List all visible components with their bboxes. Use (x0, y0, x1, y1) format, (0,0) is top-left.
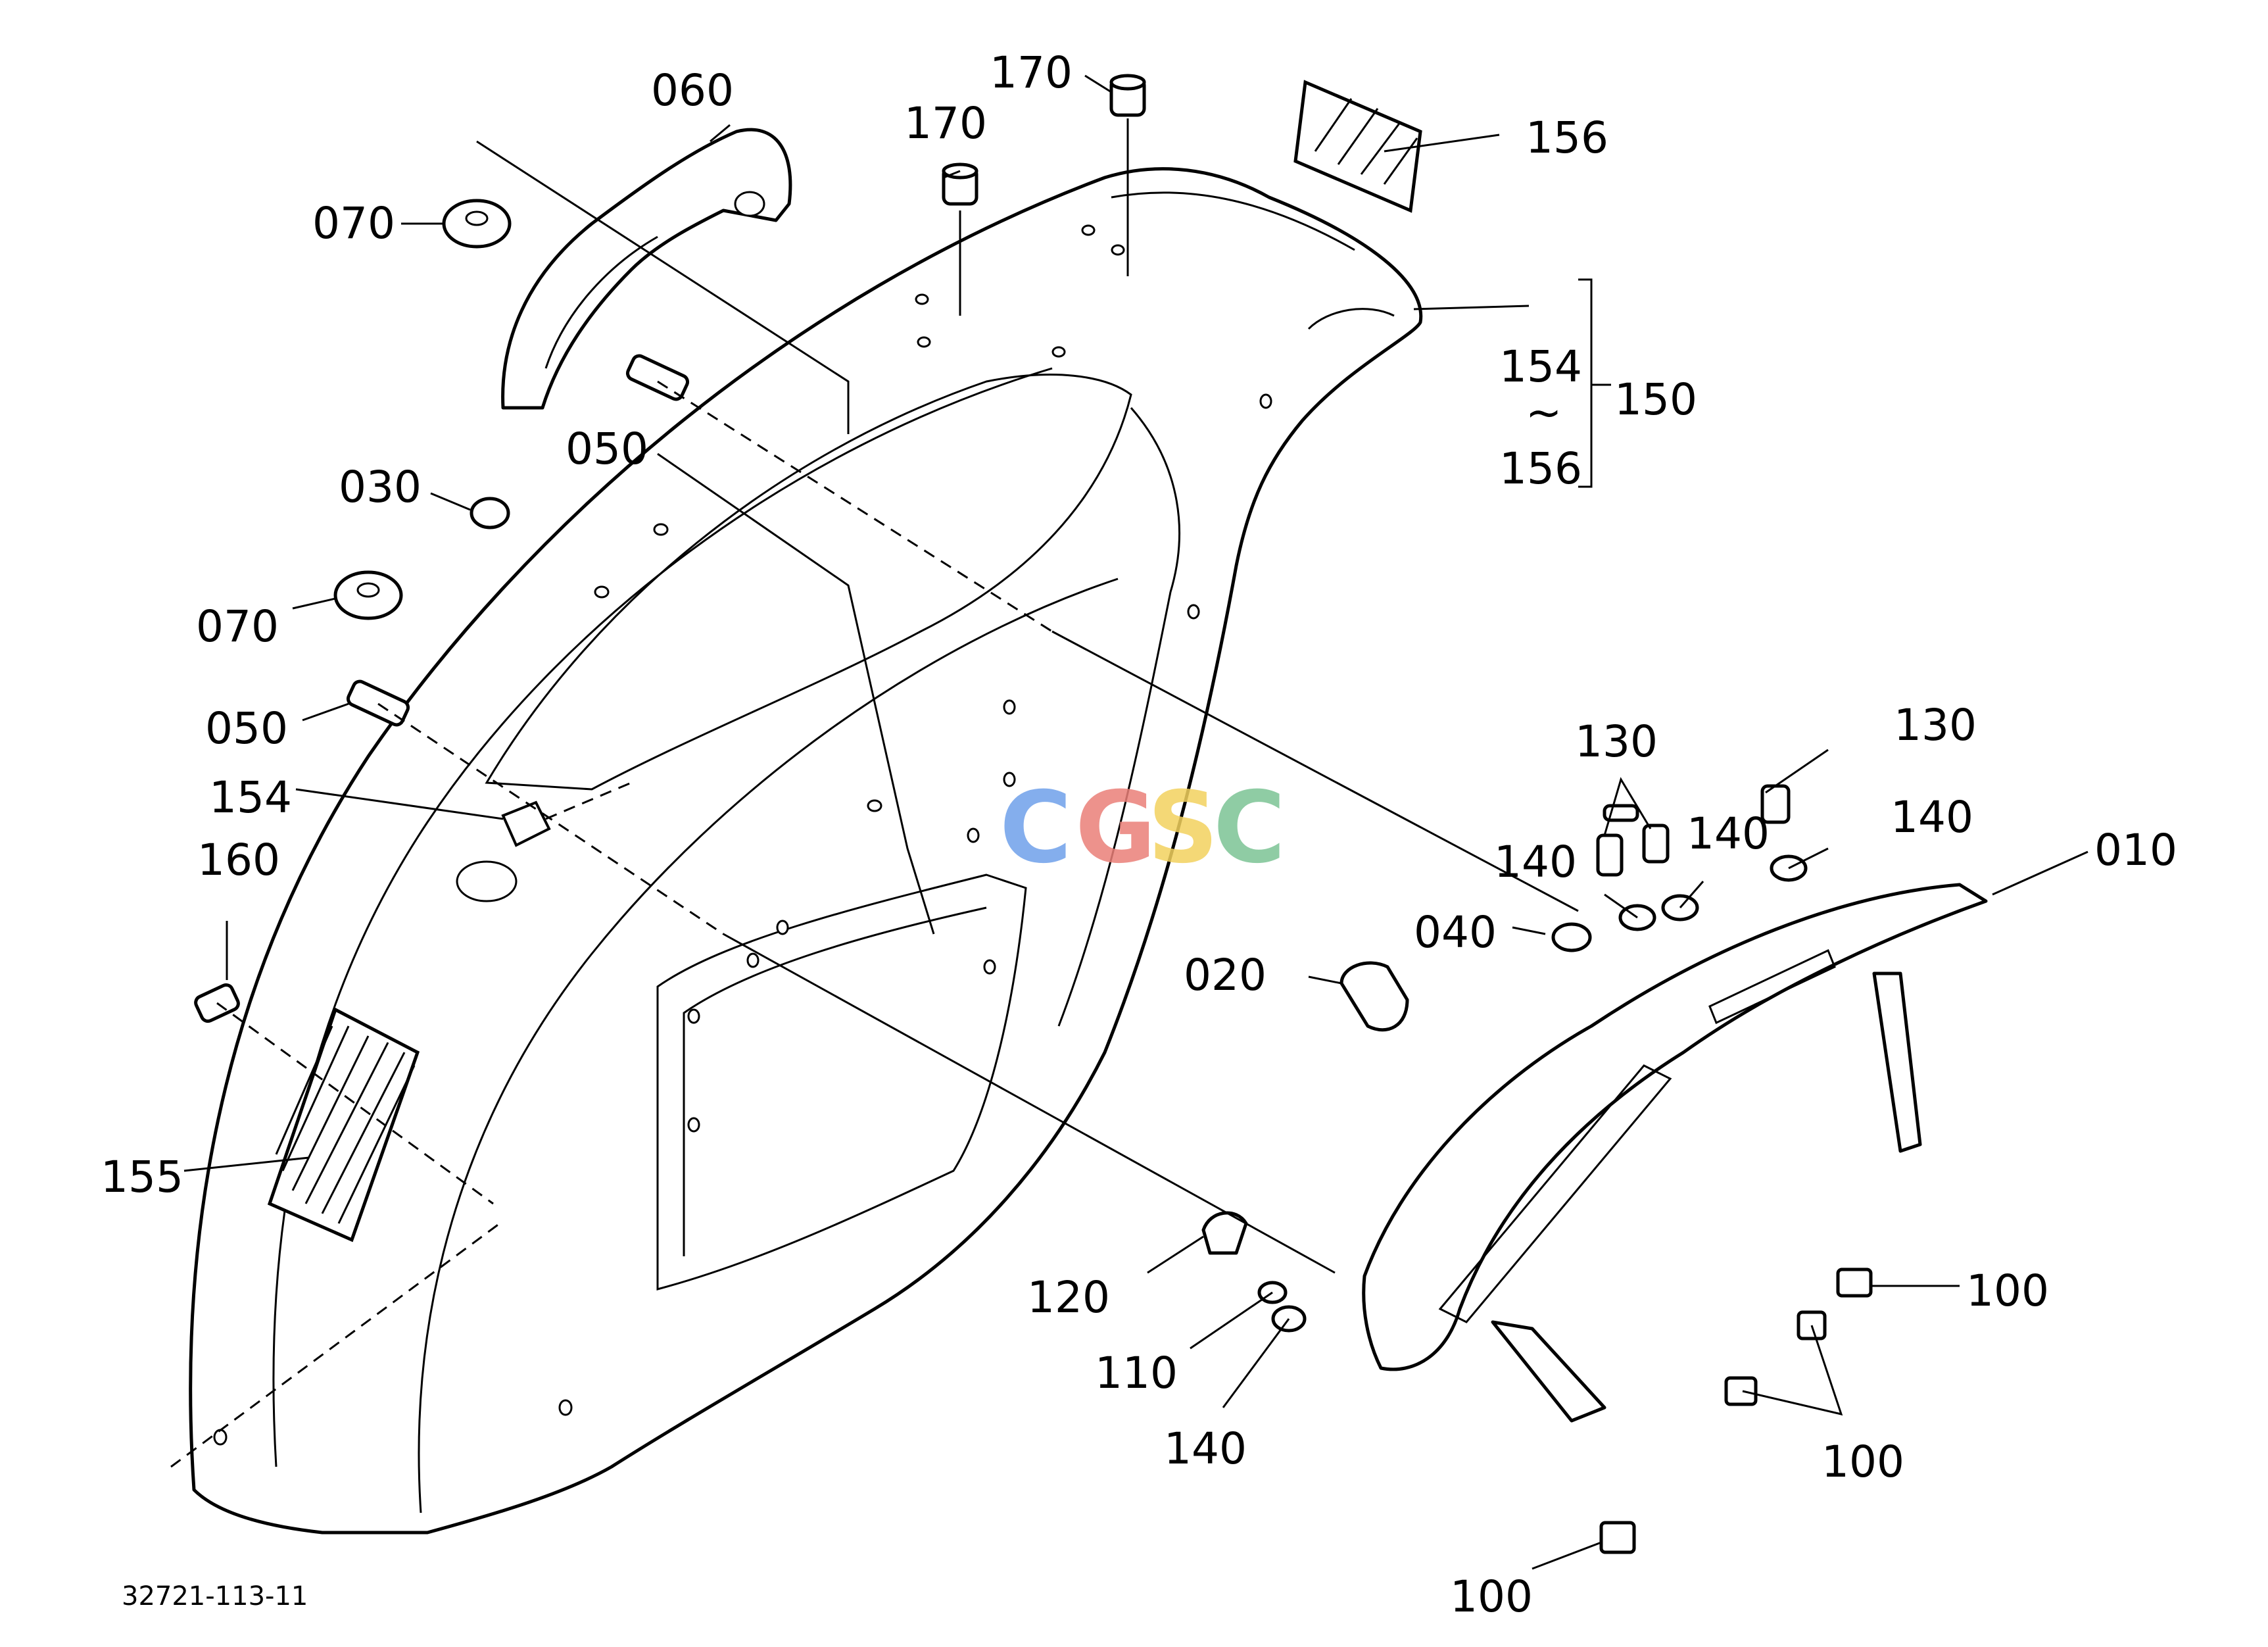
watermark-letter-2: G (1075, 771, 1156, 885)
watermark-letter-1: C (1000, 771, 1072, 885)
label-170-right: 170 (990, 47, 1073, 98)
decal-154 (501, 800, 551, 847)
label-150: 150 (1614, 374, 1697, 425)
label-040: 040 (1414, 907, 1497, 958)
label-030: 030 (339, 462, 422, 512)
label-tilde: ~ (1526, 387, 1562, 438)
label-130-right: 130 (1894, 700, 1977, 750)
label-154-bracket: 154 (1499, 341, 1582, 392)
watermark-letter-3: S (1147, 771, 1218, 885)
label-156-top: 156 (1526, 112, 1608, 163)
fender-body (189, 167, 1423, 1535)
label-155: 155 (101, 1152, 183, 1202)
label-140-d: 140 (1164, 1423, 1247, 1474)
label-050-left: 050 (205, 703, 288, 754)
label-050-top: 050 (566, 424, 648, 474)
grab-handle-060 (501, 128, 792, 410)
drawing-code: 32721-113-11 (122, 1581, 308, 1611)
label-060: 060 (651, 65, 734, 116)
label-140-a: 140 (1494, 837, 1577, 887)
label-140-b: 140 (1687, 808, 1770, 859)
watermark: C G S C (1000, 771, 1286, 885)
watermark-letter-4: C (1213, 771, 1286, 885)
leader-lines (183, 74, 2088, 1570)
label-100-c: 100 (1450, 1571, 1533, 1622)
fender-extension-010 (1362, 883, 1988, 1423)
label-100-a: 100 (1966, 1266, 2049, 1316)
label-160: 160 (197, 835, 280, 885)
part-labels: 060 070 170 170 156 154 ~ 156 150 050 03… (101, 47, 2177, 1622)
label-070-left: 070 (196, 601, 279, 652)
label-120: 120 (1027, 1272, 1110, 1323)
label-010: 010 (2094, 825, 2177, 875)
assembly-lines (170, 118, 1579, 1468)
label-154-left: 154 (209, 772, 292, 823)
label-070-top: 070 (312, 198, 395, 249)
hardware (194, 74, 1873, 1554)
label-110: 110 (1095, 1348, 1178, 1398)
label-020: 020 (1184, 950, 1267, 1000)
label-170-left: 170 (904, 98, 987, 149)
label-140-c: 140 (1891, 792, 1973, 843)
label-156-bracket: 156 (1499, 443, 1582, 494)
label-130-left: 130 (1575, 716, 1658, 767)
label-100-b: 100 (1822, 1437, 1904, 1487)
decal-155 (267, 1007, 420, 1242)
